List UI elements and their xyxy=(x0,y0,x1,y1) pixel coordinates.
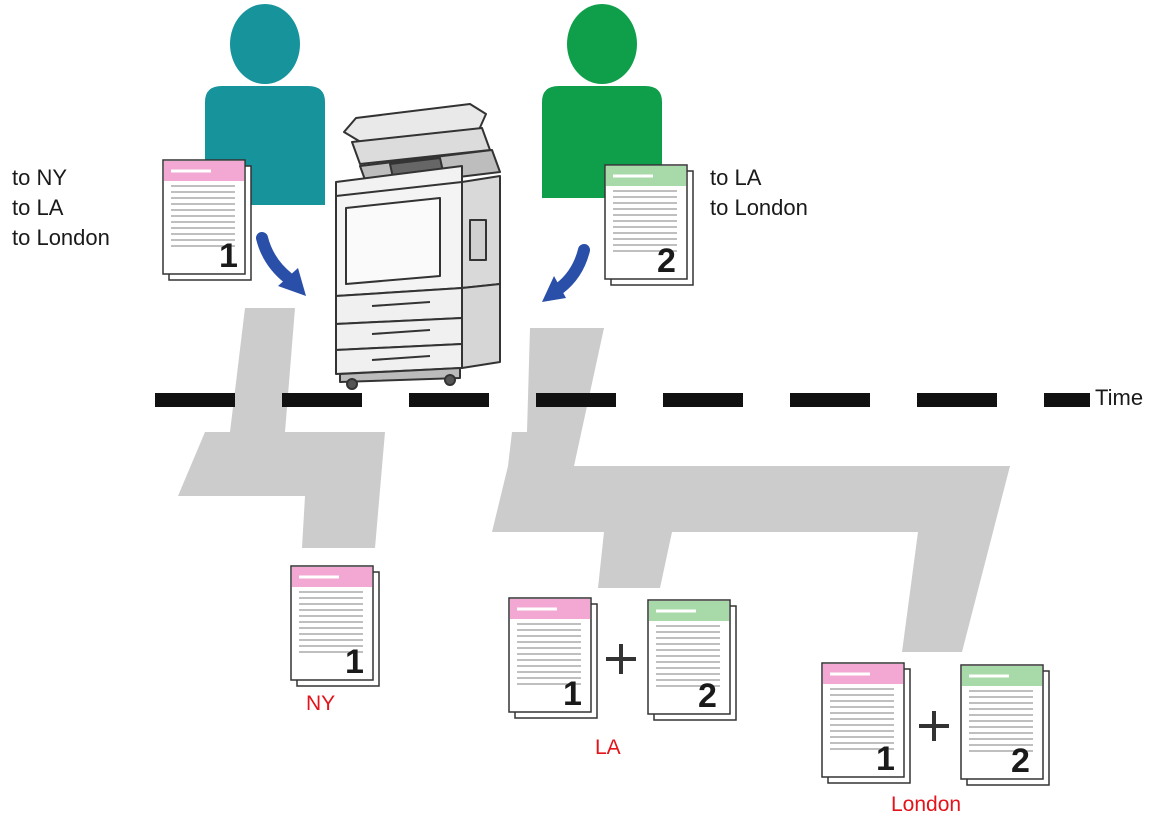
arrow-1-icon xyxy=(256,232,306,296)
sender-2-destinations: to LA to London xyxy=(710,163,808,223)
output-label-la: LA xyxy=(595,736,621,759)
doc-number: 2 xyxy=(698,677,717,715)
output-label-london: London xyxy=(891,793,962,816)
plus-icon xyxy=(919,711,949,741)
sender-doc-1: 1 xyxy=(162,159,252,281)
destination-line: to London xyxy=(12,225,110,250)
timeline-label: Time xyxy=(1095,385,1143,410)
destination-line: to London xyxy=(710,195,808,220)
doc-number: 2 xyxy=(1011,742,1030,780)
flow-paths xyxy=(178,308,1010,652)
sender-1-destinations: to NY to LA to London xyxy=(12,163,110,253)
flow-path-doc1 xyxy=(178,308,385,548)
plus-icon xyxy=(606,644,636,674)
doc-number: 1 xyxy=(563,675,582,713)
output-doc-london-2: 2 xyxy=(960,664,1050,786)
output-doc-london-1: 1 xyxy=(821,662,911,784)
output-doc-ny-1: 1 xyxy=(290,565,380,687)
doc-number: 1 xyxy=(219,237,238,275)
doc-number: 2 xyxy=(657,242,676,280)
arrow-2-icon xyxy=(542,244,590,302)
destination-line: to NY xyxy=(12,165,68,190)
destination-line: to LA xyxy=(710,165,762,190)
output-doc-la-2: 2 xyxy=(647,599,737,721)
flow-path-doc2 xyxy=(492,328,1010,652)
doc-number: 1 xyxy=(345,643,364,681)
destination-line: to LA xyxy=(12,195,64,220)
output-doc-la-1: 1 xyxy=(508,597,598,719)
output-label-ny: NY xyxy=(306,692,336,715)
printer-icon xyxy=(335,103,501,390)
doc-number: 1 xyxy=(876,740,895,778)
sender-doc-2: 2 xyxy=(604,164,694,286)
